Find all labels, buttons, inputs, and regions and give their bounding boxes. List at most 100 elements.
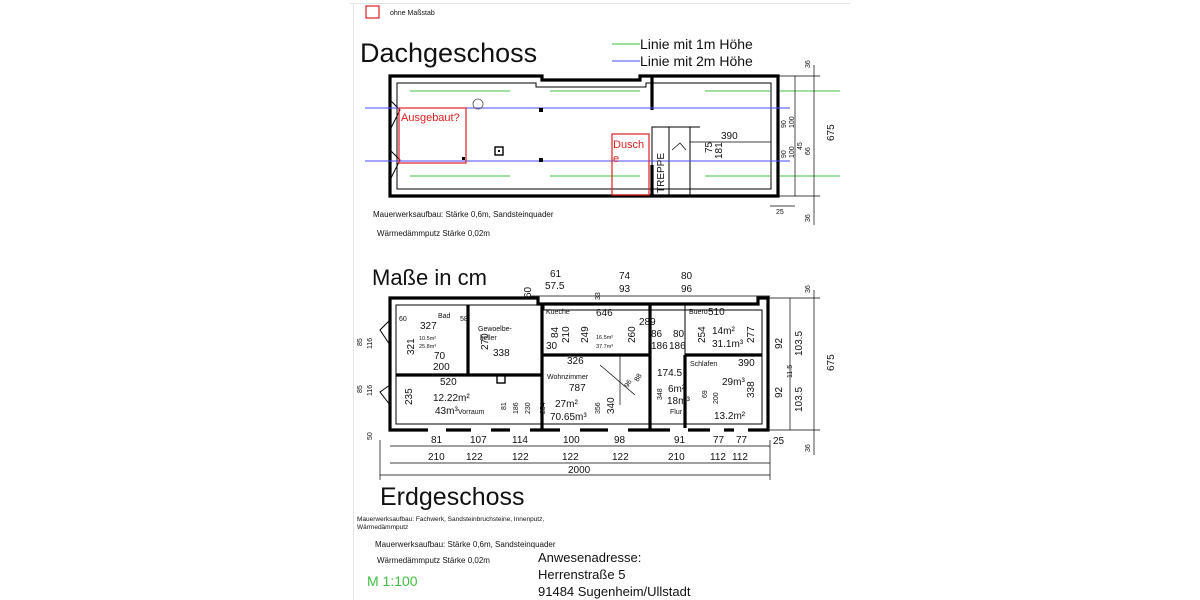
dg-dim-90a: 90 (781, 120, 788, 128)
dg-notch-bottom (389, 149, 401, 181)
eg-dim-103-5a: 103.5 (794, 331, 805, 356)
eg-wall-note-2: Wärmedämmputz Stärke 0,02m (377, 556, 490, 565)
eg-area-13-2: 13.2m² (714, 411, 746, 422)
annot-dusche-box (611, 133, 650, 196)
eg-dim-510: 510 (708, 307, 725, 318)
legend-2m-label: Linie mit 2m Höhe (640, 53, 753, 69)
eg-dim-58: 58 (460, 316, 468, 323)
eg-area-70-65: 70.65m³ (550, 412, 587, 423)
eg-room-bad: Bad (438, 313, 451, 320)
plan-sheet: ohne Maßstab Dachgeschoss Linie mit 1m H… (350, 0, 850, 600)
eg-dim-356: 356 (595, 402, 602, 414)
sheet-top-edge (350, 3, 850, 4)
eg-room-wohnzimmer: Wohnzimmer (547, 374, 589, 381)
dg-wall-note-2: Wärmedämmputz Stärke 0,02m (377, 229, 490, 238)
eg-dim-85a: 85 (357, 338, 364, 346)
eg-area-10-5: 10.5m² (419, 336, 436, 342)
eg-area-16-5: 16.5m² (596, 335, 613, 341)
eg-area-27: 27m² (555, 399, 578, 410)
eg-room-gewoelbe-1: Gewoelbe- (478, 326, 513, 333)
eg-dim-277: 277 (746, 326, 757, 343)
eg-top-61: 61 (550, 269, 562, 280)
dg-dim-675: 675 (826, 124, 837, 141)
eg-dim-174-5: 174.5 (657, 368, 682, 379)
eg-area-25-8: 25.8m³ (419, 344, 436, 350)
dg-dim-36b: 36 (805, 214, 812, 222)
eg-dim-254b: 254 (540, 402, 547, 414)
eg-dim-186a: 186 (651, 341, 668, 352)
eg-dim-338: 338 (493, 348, 510, 359)
eg-top-74: 74 (619, 271, 631, 282)
erdgeschoss-title: Erdgeschoss (380, 483, 525, 511)
dg-dim-66: 66 (805, 147, 812, 155)
eg-room-vorraum: Vorraum (458, 409, 485, 416)
eg-area-31-1: 31.1m³ (712, 339, 744, 350)
eg-bot-114: 114 (512, 435, 528, 446)
eg-room-flur: Flur (670, 409, 683, 416)
eg-area-29: 29m³ (722, 377, 745, 388)
eg-dim-210: 210 (561, 326, 572, 343)
eg-total-2000: 2000 (568, 465, 591, 476)
eg-dim-84: 84 (550, 326, 561, 338)
annot-ausgebaut: Ausgebaut? (401, 112, 460, 124)
eg-chimney (496, 374, 506, 384)
eg-dim-338b: 338 (746, 381, 757, 398)
eg-dim-289: 289 (639, 317, 656, 328)
eg-dim-11-5: 11.5 (787, 365, 794, 378)
eg-bot-77b: 77 (736, 435, 748, 446)
floor-plan-drawing: ohne Maßstab Dachgeschoss Linie mit 1m H… (357, 5, 840, 599)
eg-dim-186b: 186 (669, 341, 686, 352)
eg-dim-200b: 200 (713, 392, 720, 404)
eg-top-93: 93 (619, 284, 631, 295)
eg-notch-top (379, 319, 391, 346)
eg-stair-lines (599, 355, 636, 405)
dg-dim-75: 75 (704, 141, 715, 153)
eg-dim-116b: 116 (367, 385, 374, 396)
dg-chimney-circle (472, 98, 484, 110)
eg-dim-270: 270 (480, 333, 491, 350)
eg-dim-85b: 85 (357, 385, 364, 393)
eg-bot-107: 107 (470, 435, 487, 446)
eg-bot-91: 91 (674, 435, 686, 446)
erdgeschoss-plan: 61 57.5 74 93 33 80 96 60 Bad (357, 269, 837, 480)
masse-title: Maße in cm (372, 265, 487, 290)
eg-dim-230: 230 (525, 402, 532, 414)
eg-dim-321: 321 (406, 338, 417, 355)
dg-treppe-label: TREPPE (656, 153, 667, 193)
legend-1m-label: Linie mit 1m Höhe (640, 36, 753, 52)
scale-note: ohne Maßstab (390, 10, 435, 17)
eg-area-6: 6m² (668, 384, 686, 395)
eg-bot-122d: 122 (612, 452, 629, 463)
eg-room-buero: Buero (689, 309, 708, 316)
eg-top-80: 80 (681, 271, 693, 282)
eg-dim-36a: 36 (805, 285, 812, 293)
eg-area-18: 18m³ (667, 396, 690, 407)
eg-dim-69: 69 (702, 390, 709, 398)
eg-area-43: 43m³ (435, 406, 458, 417)
eg-bottom-openings (428, 428, 748, 433)
eg-top-96: 96 (681, 284, 693, 295)
eg-dim-60: 60 (399, 316, 407, 323)
eg-dim-235: 235 (404, 388, 415, 405)
eg-dim-86: 86 (651, 329, 663, 340)
scale-label: M 1:100 (367, 573, 418, 589)
dg-outer-wall (388, 74, 780, 198)
eg-dim-81: 81 (501, 402, 508, 410)
dg-inner-wall (396, 82, 772, 190)
dg-dim-100b: 100 (789, 146, 796, 158)
eg-bot-210b: 210 (668, 452, 685, 463)
eg-top-33: 33 (595, 292, 602, 300)
dg-dim-45: 45 (797, 142, 804, 150)
eg-dim-88: 88 (634, 373, 644, 383)
dg-door-swing (671, 142, 687, 151)
eg-dim-254: 254 (697, 326, 708, 343)
annot-ausgebaut-box (398, 107, 467, 164)
eg-wall-note-1: Mauerwerksaufbau: Stärke 0,6m, Sandstein… (375, 540, 556, 549)
eg-dim-675: 675 (826, 354, 837, 371)
eg-wall-note-b: Wärmedämmputz (357, 524, 408, 531)
address-label: Anwesenadresse: (538, 550, 641, 565)
eg-bot-100: 100 (563, 435, 580, 446)
eg-dim-787: 787 (569, 383, 586, 394)
eg-room-gewoelbe-2: keller (480, 335, 497, 342)
dg-dim-36a: 36 (805, 60, 812, 68)
